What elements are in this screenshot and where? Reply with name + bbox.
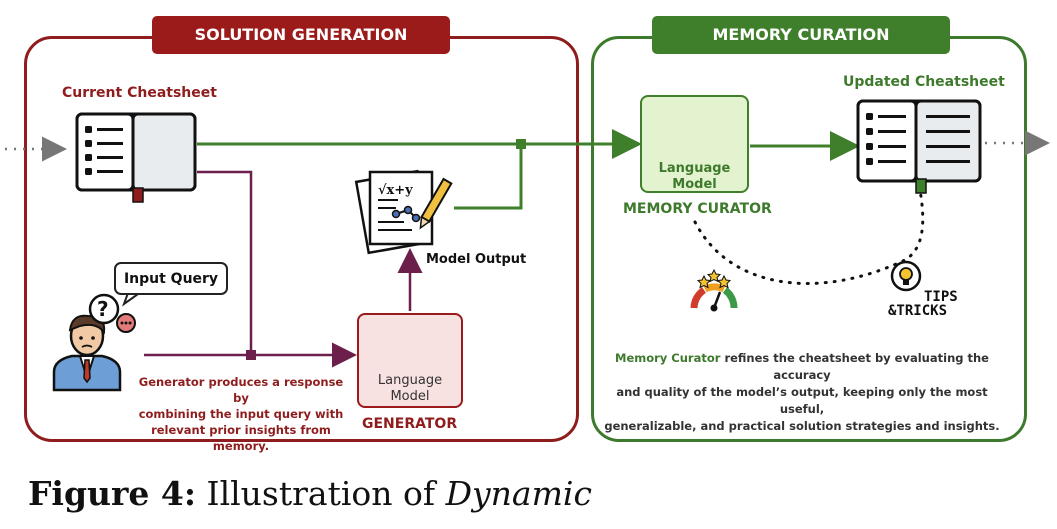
tips-line1: TIPS: [924, 289, 958, 305]
evaluation-dotted-arc: [693, 188, 925, 285]
figure-caption: Figure 4: Illustration of Dynamic: [28, 474, 592, 513]
rating-gauge-icon: [690, 268, 738, 312]
lightbulb-icon: [890, 260, 922, 292]
person-icon: [52, 314, 122, 392]
memory-curation-banner: MEMORY CURATION: [652, 16, 950, 54]
memory-curator-label: MEMORY CURATOR: [623, 201, 772, 217]
updated-cheatsheet-icon: [856, 99, 982, 194]
curator-description-bold: Memory Curator: [615, 351, 721, 365]
generator-language-model-box: Language Model: [357, 313, 463, 408]
question-bubble-icon: ?: [88, 293, 136, 333]
curator-description: Memory Curator refines the cheatsheet by…: [600, 350, 1004, 435]
input-query-tail: [121, 292, 139, 307]
model-output-document-icon: [354, 169, 453, 255]
generator-description-bold: Generator: [138, 375, 205, 389]
svg-text:?: ?: [97, 297, 109, 321]
curator-description-line1: refines the cheatsheet by evaluating the…: [720, 351, 989, 382]
curator-language-model-box: Language Model: [640, 95, 749, 193]
tips-line2: &TRICKS: [888, 303, 948, 319]
generator-description-line2: combining the input query with: [138, 407, 344, 421]
caption-text: Illustration of: [196, 474, 446, 513]
curator-description-line3: generalizable, and practical solution st…: [604, 419, 1000, 433]
current-cheatsheet-label: Current Cheatsheet: [62, 85, 217, 101]
generator-box-line1: Language: [377, 373, 443, 388]
current-cheatsheet-icon: [75, 112, 197, 203]
input-query-bubble: Input Query: [114, 262, 228, 295]
model-output-to-junction-line: [454, 139, 526, 210]
caption-italic: Dynamic: [445, 474, 592, 513]
generator-description-line1: produces a response by: [204, 375, 344, 405]
generator-description-line3: relevant prior insights from memory.: [151, 423, 331, 453]
formula-label: √x+y: [378, 183, 413, 198]
model-output-label: Model Output: [426, 252, 527, 267]
generator-box-line2: Model: [390, 389, 430, 404]
updated-cheatsheet-label: Updated Cheatsheet: [843, 74, 1005, 90]
caption-figure-number: Figure 4:: [28, 474, 197, 513]
curator-box-line2: Model: [672, 177, 717, 192]
tips-and-tricks-label: TIPS &TRICKS: [888, 290, 958, 318]
generator-label: GENERATOR: [362, 416, 458, 432]
curator-box-line1: Language: [658, 161, 731, 176]
curator-description-line2: and quality of the model’s output, keepi…: [616, 385, 988, 416]
generator-description: Generator produces a response by combini…: [131, 374, 351, 454]
solution-generation-banner: SOLUTION GENERATION: [152, 16, 450, 54]
